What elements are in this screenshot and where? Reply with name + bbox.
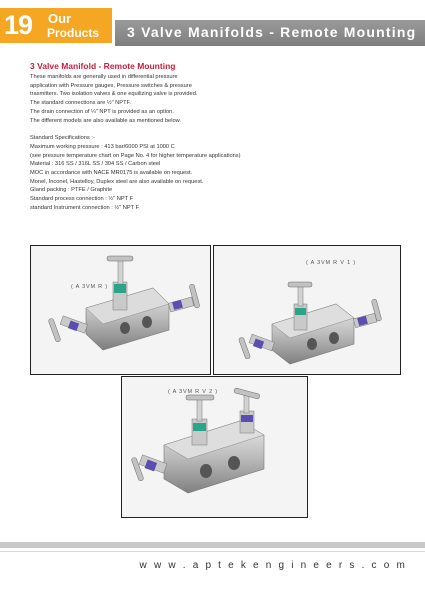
product-image-a3vmr: ( A 3VM R ) [30,245,211,375]
page-title: 3 Valve Manifolds - Remote Mounting [127,24,417,40]
product-label: ( A 3VM R V 2 ) [168,389,218,395]
product-image-a3vmrv1: ( A 3VM R V 1 ) [213,245,401,375]
intro-line: application with Pressure gauges, Pressu… [30,82,192,89]
spec-line: Maximum working pressure : 413 bar/6000 … [30,143,175,150]
intro-line: trasmitters. Two isolation valves & one … [30,91,198,98]
product-image-a3vmrv2: ( A 3VM R V 2 ) [121,376,308,518]
section-number: 19 [4,10,33,40]
footer-divider-line [0,551,425,552]
spec-line: standard Instrument connection : ½" NPT … [30,204,140,211]
title-bar: 3 Valve Manifolds - Remote Mounting [115,20,425,46]
intro-line: The drain connection of ¼" NPT is provid… [30,108,174,115]
intro-line: The standard connections are ½" NPTF. [30,100,131,107]
spec-line: Standard Specifications :- [30,135,95,142]
spec-line: Gland packing : PTFE / Graphite [30,187,113,194]
description-block: 3 Valve Manifold - Remote Mounting These… [30,61,400,213]
valve-manifold-illustration [131,387,265,494]
valve-manifold-illustration [48,255,200,351]
product-label: ( A 3VM R ) [71,284,108,290]
spec-line: MOC in accordance with NACE MR0175 is av… [30,170,193,177]
badge-word-our: Our [48,11,72,26]
product-label: ( A 3VM R V 1 ) [306,260,356,266]
intro-line: The different models are also available … [30,117,182,124]
spec-line: (see pressure temperature chart on Page … [30,152,241,159]
spec-line: Material : 316 SS / 316L SS / 304 SS / C… [30,161,161,168]
spec-line: Standard process connection : ½" NPT F [30,196,134,203]
spec-line: Monel, Inconel, Hastelloy, Duplex steel … [30,178,204,185]
product-section-badge: 19 Our Products [0,8,112,43]
website-url[interactable]: w w w . a p t e k e n g i n e e r s . c … [139,560,407,571]
badge-word-products: Products [47,26,100,40]
intro-line: These manifolds are generally used in di… [30,74,178,80]
footer-divider-bar [0,542,425,548]
valve-manifold-illustration [238,281,382,365]
section-heading: 3 Valve Manifold - Remote Mounting [30,61,176,71]
